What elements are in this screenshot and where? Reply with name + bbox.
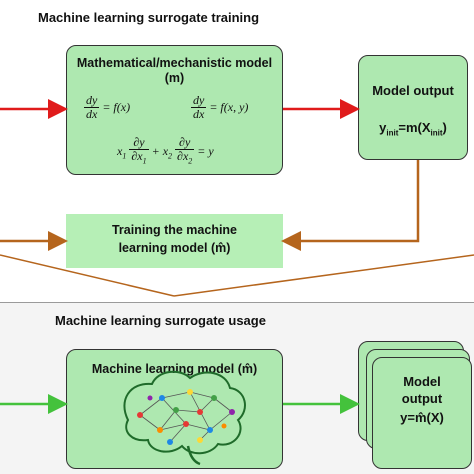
training-box: Training the machine learning model (m̂) — [66, 214, 283, 268]
training-panel: Machine learning surrogate training Math… — [38, 10, 468, 268]
math-model-title: Mathematical/mechanistic model — [76, 56, 273, 70]
training-section-title: Machine learning surrogate training — [38, 10, 260, 25]
usage-output-line1: Model — [403, 374, 441, 389]
usage-output-box: Model output y=m̂(X) — [372, 357, 472, 469]
equation-pde: x1 ∂y∂x1 + x2 ∂y∂x2 = y — [117, 135, 214, 166]
usage-output-line2: output — [401, 391, 443, 406]
math-model-symbol: (m) — [164, 71, 185, 85]
training-box-line1: Training the machine — [111, 223, 238, 237]
model-output-formula: yinit=m(Xinit) — [379, 120, 447, 138]
model-output-title: Model output — [372, 83, 454, 98]
ml-model-title: Machine learning model (m̂) — [91, 362, 258, 376]
usage-output-line3: y=m̂(X) — [400, 410, 444, 425]
usage-section-title: Machine learning surrogate usage — [55, 313, 266, 328]
ml-model-box: Machine learning model (m̂) — [66, 349, 283, 469]
training-box-line2: learning model (m̂) — [118, 241, 231, 255]
usage-panel: Machine learning surrogate usage Machine… — [0, 302, 474, 474]
model-output-box: Model output yinit=m(Xinit) — [358, 55, 468, 160]
